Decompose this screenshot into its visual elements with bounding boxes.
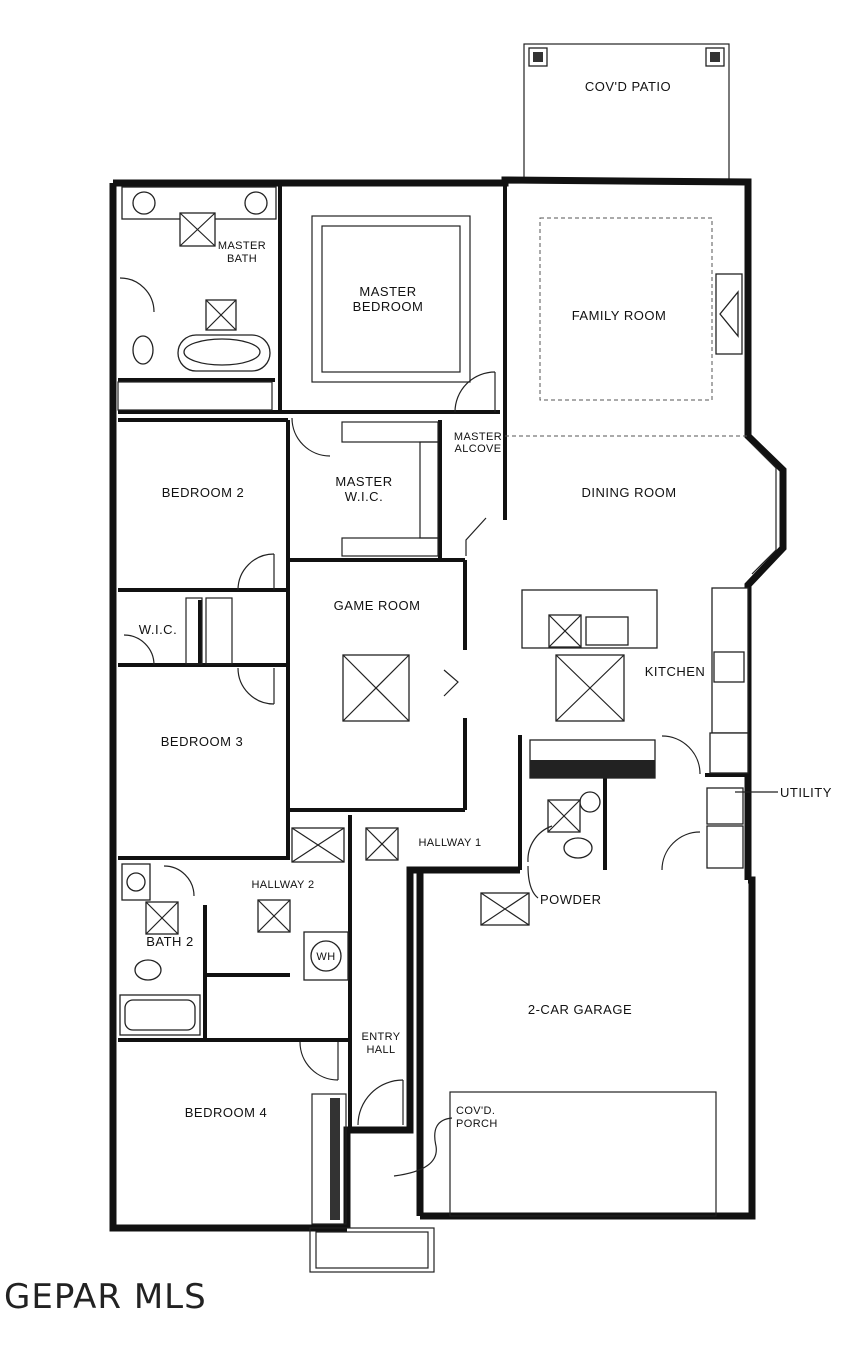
label-bedroom-3: BEDROOM 3 (161, 734, 244, 749)
label-game-room: GAME ROOM (334, 598, 421, 613)
label-hallway-2: HALLWAY 2 (251, 879, 314, 891)
label-covd-porch-1: COV'D. (456, 1105, 495, 1117)
label-entry-hall-2: HALL (366, 1044, 395, 1056)
label-bath-2: BATH 2 (146, 934, 194, 949)
label-master-alcove-1: MASTER (454, 431, 502, 443)
water-heater (303, 931, 349, 981)
label-master-bath-2: BATH (227, 253, 257, 265)
hall-fixtures (257, 827, 530, 933)
label-garage: 2-CAR GARAGE (528, 1002, 632, 1017)
master-bath-fixtures (121, 186, 277, 372)
label-bedroom-2: BEDROOM 2 (162, 485, 245, 500)
label-utility: UTILITY (780, 785, 832, 800)
label-covd-porch-2: PORCH (456, 1118, 498, 1130)
label-powder: POWDER (540, 892, 602, 907)
exterior-walls (109, 176, 787, 1232)
front-porch (309, 1227, 435, 1273)
game-room-skylight (342, 654, 410, 722)
interior-walls (118, 183, 748, 1130)
label-hallway-1: HALLWAY 1 (418, 837, 481, 849)
label-wh: WH (316, 951, 335, 963)
label-master-bedroom-2: BEDROOM (353, 299, 424, 314)
label-dining-room: DINING ROOM (581, 485, 676, 500)
ceiling-details (311, 215, 748, 437)
label-kitchen: KITCHEN (645, 664, 706, 679)
fireplace (715, 273, 743, 355)
bath-fixtures (119, 791, 601, 1036)
covered-patio (523, 43, 730, 183)
label-family-room: FAMILY ROOM (572, 308, 667, 323)
kitchen-fixtures (521, 587, 749, 779)
label-entry-hall-1: ENTRY (361, 1031, 400, 1043)
watermark: GEPAR MLS (4, 1277, 207, 1317)
label-master-bedroom-1: MASTER (359, 284, 416, 299)
label-bedroom-4: BEDROOM 4 (185, 1105, 268, 1120)
label-master-wic-2: W.I.C. (345, 489, 383, 504)
label-master-alcove-2: ALCOVE (454, 443, 501, 455)
label-wic: W.I.C. (139, 622, 177, 637)
closet-shelves (117, 381, 439, 1225)
label-master-bath-1: MASTER (218, 240, 266, 252)
bay-window (751, 443, 777, 575)
utility-fixtures (706, 787, 744, 869)
label-master-wic-1: MASTER (335, 474, 392, 489)
label-covd-patio: COV'D PATIO (585, 79, 671, 94)
door-swings (119, 277, 701, 1126)
